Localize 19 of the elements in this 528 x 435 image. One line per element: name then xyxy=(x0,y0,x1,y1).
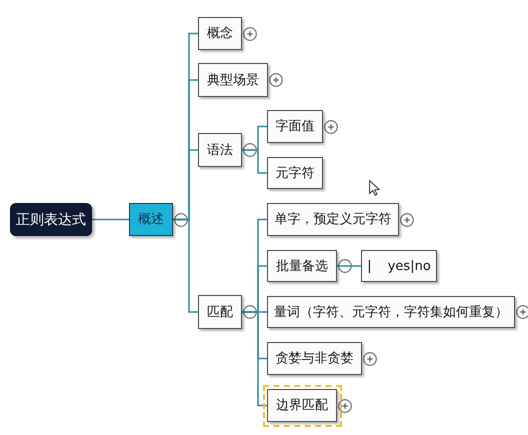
topic-box: 典型场景 xyxy=(198,63,268,97)
topic-box: 字面值 xyxy=(267,110,323,143)
connector-line xyxy=(242,311,267,406)
topic-box: 元字符 xyxy=(267,157,323,189)
topic-box: 边界匹配 xyxy=(267,389,337,422)
connector-line xyxy=(337,265,362,267)
topic-box: 匹配 xyxy=(198,295,242,329)
topic-box: 概念 xyxy=(198,17,242,50)
topic-box: 单字，预定义元字符 xyxy=(267,203,399,236)
topic-box: 批量备选 xyxy=(267,250,337,282)
topic-box: | yes|no xyxy=(361,250,437,282)
connector-line xyxy=(173,218,198,313)
topic-box: 量词（字符、元字符，字符集如何重复） xyxy=(267,296,515,328)
topic-box: 语法 xyxy=(198,133,242,167)
connector-line xyxy=(242,149,267,174)
main-topic-box: 概述 xyxy=(129,203,173,236)
root-topic-box: 正则表达式 xyxy=(10,203,92,236)
topic-box: 贪婪与非贪婪 xyxy=(267,342,362,375)
connector-line xyxy=(92,218,130,220)
